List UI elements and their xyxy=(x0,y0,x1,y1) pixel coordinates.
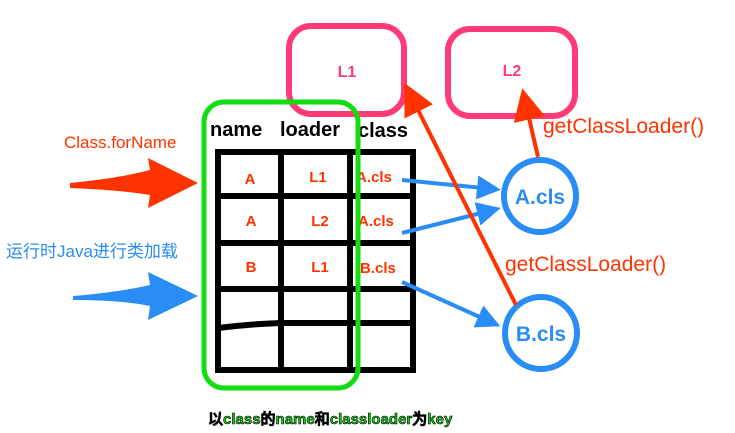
forname-arrow-icon xyxy=(70,158,198,208)
runtime-load-arrow-icon xyxy=(73,272,198,320)
cell-name: A xyxy=(246,213,257,230)
key-highlight-box xyxy=(201,99,361,391)
cell-loader: L1 xyxy=(311,259,329,276)
cell-loader: L1 xyxy=(309,169,327,186)
cell-class: A.cls xyxy=(358,213,394,230)
arrow-row2-to-a xyxy=(401,202,501,235)
loader-box-l2: L2 xyxy=(445,26,578,119)
header-class: class xyxy=(358,120,408,142)
class-object-a: A.cls xyxy=(501,157,579,235)
cell-name: A xyxy=(245,171,256,188)
cell-name: B xyxy=(246,259,257,276)
loader-label-l2: L2 xyxy=(503,63,522,80)
arrow-b-to-l1 xyxy=(404,82,518,306)
arrow-row1-to-a xyxy=(401,175,501,200)
loader-box-l1: L1 xyxy=(286,23,407,117)
class-object-b: B.cls xyxy=(502,294,580,372)
get-classloader-label-b: getClassLoader() xyxy=(505,253,666,276)
loader-label-l1: L1 xyxy=(338,64,357,81)
class-object-b-label: B.cls xyxy=(516,323,566,346)
key-note-label: 以class的name和classloader为key xyxy=(208,410,453,428)
class-cache-table xyxy=(215,149,416,373)
cell-class: A.cls xyxy=(356,169,392,186)
arrow-a-to-l2 xyxy=(513,88,545,158)
header-loader: loader xyxy=(280,119,340,141)
class-object-a-label: A.cls xyxy=(515,186,565,209)
cell-loader: L2 xyxy=(311,213,329,230)
get-classloader-label-a: getClassLoader() xyxy=(543,115,704,138)
runtime-load-label: 运行时Java进行类加载 xyxy=(6,242,178,261)
arrow-row3-to-b xyxy=(401,280,501,328)
forname-label: Class.forName xyxy=(64,133,176,152)
header-name: name xyxy=(210,119,262,141)
cell-class: B.cls xyxy=(360,260,396,277)
